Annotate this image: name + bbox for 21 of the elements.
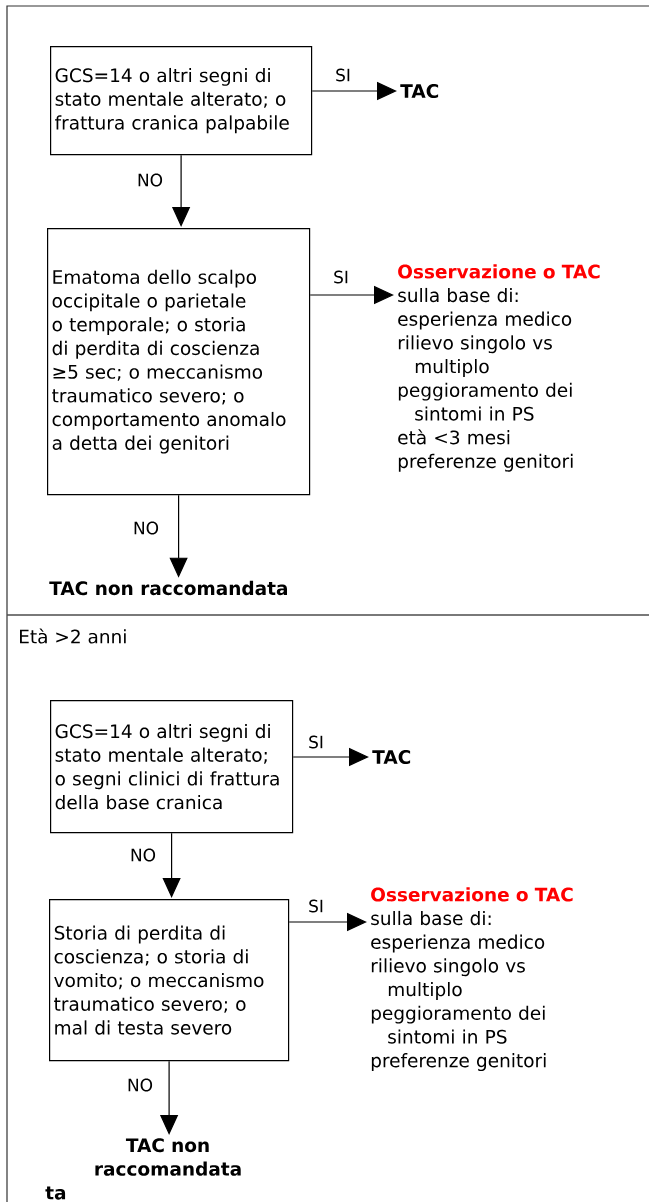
condition-box: Ematoma dello scalpo occipitale o parietale o temporale; o storia di perdita di coscienza ≥5 sec; o meccanismo traumatico severo; o comportamento anomalo a detta dei genitori	[47, 228, 311, 496]
note-text: Età >2 anni	[20, 628, 126, 644]
edge-label: NO	[135, 172, 165, 188]
outcome-text: TAC non raccomandata	[49, 580, 287, 596]
edge-label: NO	[131, 520, 161, 536]
outcome-text: Osservazione o TAC sulla base di: esperienza medico rilievo singolo vs multiplo peggioramento dei sintomi in PS età <3 mesi preferenze genitori	[398, 264, 600, 472]
outcome-text: TAC	[372, 750, 411, 764]
outcome-text: Osservazione o TAC sulla base di: esperienza medico rilievo singolo vs multiplo peggioramento dei sintomi in PS preferenze genitori	[371, 887, 573, 1071]
condition-box: GCS=14 o altri segni di stato mentale alterato; o frattura cranica palpabile	[50, 46, 313, 156]
note-text: ta	[45, 1186, 66, 1200]
condition-box: Storia di perdita di coscienza; o storia di vomito; o meccanismo traumatico severo; o mal di testa severo	[49, 899, 290, 1062]
edge-label: SI	[307, 734, 325, 750]
edge-label: NO	[125, 1077, 155, 1093]
edge-label: SI	[332, 269, 350, 285]
edge-label: SI	[334, 67, 352, 83]
edge-label: SI	[307, 898, 325, 914]
outcome-text: TAC non raccomandata	[95, 1138, 241, 1176]
condition-box: GCS=14 o altri segni di stato mentale alterato; o segni clinici di frattura della base cranica	[50, 700, 294, 834]
arrow	[162, 832, 181, 898]
outcome-text: TAC	[400, 84, 439, 98]
edge-label: NO	[128, 847, 158, 863]
